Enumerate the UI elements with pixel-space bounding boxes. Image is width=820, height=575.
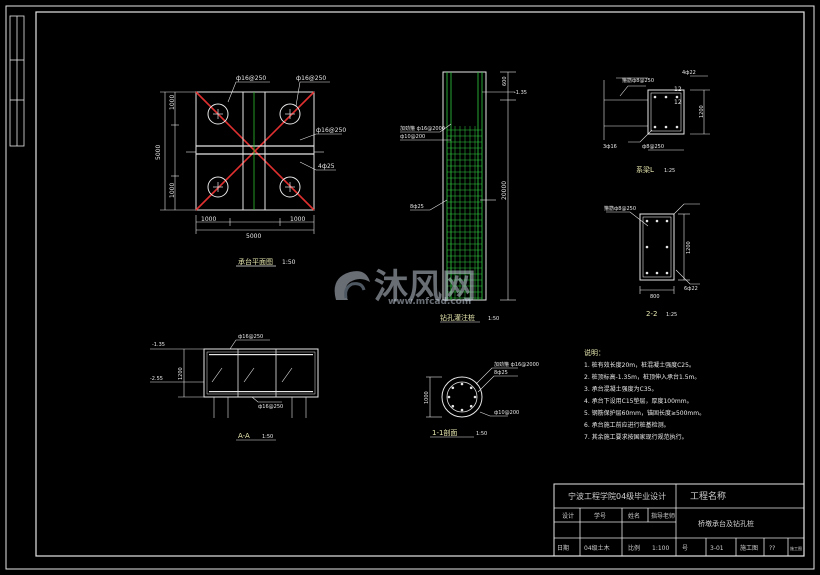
note-item-1: 1. 桩有效长度20m，桩混凝土强度C25。 — [584, 361, 695, 369]
beam1-scale: 1:25 — [664, 168, 675, 174]
plan-dim-bottom-right: 1000 — [290, 216, 305, 223]
plan-view: ф16@250 ф16@250 ф16@250 4ф25 5000 1000 1… — [155, 75, 346, 267]
tb-col-check: 指导老师 — [651, 512, 675, 520]
beam2-title: 2-2 — [646, 310, 657, 318]
beam2-dim-height: 1200 — [686, 241, 692, 254]
tb-scale-label: 比例 — [628, 544, 640, 552]
pile-scale: 1:50 — [488, 316, 499, 322]
note-item-2: 2. 桩顶标高-1.35m，桩顶伸入承台1.5m。 — [584, 373, 700, 381]
tb-design: 设计 — [562, 512, 574, 520]
circle-rebar-dot — [469, 386, 473, 390]
beam1-note-top: 箍筋ф8@250 — [622, 77, 654, 84]
circle-rebar-dot — [473, 395, 477, 399]
pile-elev-top: -1.35 — [514, 90, 527, 96]
plan-dim-total-height: 5000 — [155, 145, 162, 160]
plan-label-rebar-tl: ф16@250 — [236, 75, 266, 82]
elev-note-bottom: ф16@250 — [258, 404, 283, 410]
tb-drawing-name: 桥墩承台及钻孔桩 — [698, 519, 754, 528]
watermark-brand: 沐风网 — [374, 267, 476, 307]
left-margin-strip — [9, 15, 25, 147]
tb-date-label: 日期 — [557, 544, 569, 552]
note-item-7: 7. 其余施工要求按国家现行规范执行。 — [584, 433, 688, 441]
circle-rebar-dot — [469, 404, 473, 408]
beam-section-2: 箍筋ф8@250 6ф22 1200 800 2-2 1:25 — [604, 203, 700, 318]
watermark: 沐风网 www.mfcad.com — [334, 267, 476, 307]
plan-dim-left-top: 1000 — [169, 95, 176, 110]
plan-scale: 1:50 — [282, 259, 296, 266]
pile-dim-total: 20000 — [501, 181, 508, 200]
tb-project-label: 工程名称 — [690, 490, 726, 502]
beam2-scale: 1:25 — [666, 312, 677, 318]
plan-dim-left-bottom: 1000 — [169, 183, 176, 198]
note-item-5: 5. 钢筋保护层60mm，锚固长度≥500mm。 — [584, 409, 705, 417]
beam1-note-bottom: 3ф16 — [603, 144, 617, 150]
tb-col-name: 姓名 — [628, 512, 640, 520]
note-item-6: 6. 承台施工前应进行桩基检测。 — [584, 421, 670, 429]
tb-scale-value: 1:100 — [652, 545, 669, 552]
circle-rebar-dot — [451, 386, 455, 390]
plan-outline — [195, 91, 315, 211]
pile-dim-top: 600 — [502, 76, 508, 86]
circle-rebar-dot — [460, 382, 464, 386]
pile-note-main: 8ф25 — [410, 204, 424, 210]
pile-note-stirrup: 加劲箍 ф16@2000 — [400, 125, 445, 132]
watermark-logo-icon — [334, 271, 370, 300]
circle-section: 加劲箍 ф16@2000 8ф25 ф10@200 1000 1-1剖面 1:5… — [424, 361, 539, 438]
beam1-note-side: ф8@250 — [642, 144, 664, 150]
circle-scale: 1:50 — [476, 431, 487, 437]
elev-title: A-A — [238, 432, 250, 440]
elev-top: -1.35 — [152, 342, 165, 348]
inner-border — [35, 11, 805, 557]
circle-title: 1-1剖面 — [432, 428, 457, 437]
pile-section: -1.35 600 20000 加劲箍 ф16@2000 ф10@200 8ф2… — [400, 71, 527, 323]
notes-title: 说明： — [584, 348, 605, 357]
pile-note-spiral: ф10@200 — [400, 134, 425, 140]
beam1-title: 系梁L — [636, 165, 654, 174]
circle-note-3: ф10@200 — [494, 410, 519, 416]
beam1-dim-height: 1200 — [699, 105, 705, 118]
watermark-url: www.mfcad.com — [388, 297, 471, 307]
pile-stirrups — [447, 126, 482, 300]
tb-sheet-label: 号 — [682, 545, 688, 552]
plan-dim-bottom-left: 1000 — [201, 216, 216, 223]
elev-note-top: ф16@250 — [238, 334, 263, 340]
circle-note-2: 8ф25 — [494, 370, 508, 376]
note-item-4: 4. 承台下设用C15垫层，厚度100mm。 — [584, 397, 693, 405]
beam2-note-bottom: 6ф22 — [684, 286, 698, 292]
circle-note-1: 加劲箍 ф16@2000 — [494, 361, 539, 368]
beam-section-1: 箍筋ф8@250 4ф22 12 12 3ф16 ф8@250 1200 系梁L… — [603, 70, 710, 174]
pile-title: 钻孔灌注桩 — [440, 313, 475, 322]
tb-total-value: ?? — [769, 545, 775, 552]
plan-dim-total-width: 5000 — [246, 233, 261, 240]
beam2-note-top: 箍筋ф8@250 — [604, 205, 636, 212]
beam2-dim-width: 800 — [650, 294, 660, 300]
beam1-note-main: 4ф22 — [682, 70, 696, 76]
circle-rebar-dot — [447, 395, 451, 399]
plan-label-rebar-tr: ф16@250 — [296, 75, 326, 82]
title-block: 宁波工程学院04级毕业设计 工程名称 设计 学号 姓名 指导老师 桥墩承台及钻孔… — [553, 483, 805, 557]
beam1-mark-a: 12 — [674, 86, 682, 93]
circle-rebar-dot — [460, 408, 464, 412]
tb-class-value: 04级土木 — [584, 544, 610, 552]
tb-col-id: 学号 — [594, 512, 606, 520]
tb-total-label: 施工图 — [790, 545, 802, 551]
note-item-3: 3. 承台混凝土强度为C35。 — [584, 385, 657, 393]
tb-stage-label: 施工图 — [740, 544, 758, 552]
circle-dim: 1000 — [424, 391, 430, 404]
notes-block: 说明： 1. 桩有效长度20m，桩混凝土强度C25。 2. 桩顶标高-1.35m… — [584, 348, 705, 441]
plan-title: 承台平面图 — [238, 257, 273, 266]
elev-mid: -2.55 — [150, 376, 163, 382]
outer-border — [5, 5, 815, 570]
elev-scale: 1:50 — [262, 434, 273, 440]
circle-rebar-dots — [447, 382, 477, 412]
plan-label-rebar-mid: ф16@250 — [316, 127, 346, 134]
beam1-mark-b: 12 — [674, 99, 682, 106]
elev-dim-height: 1200 — [178, 367, 184, 380]
tb-sheet-value: 3-01 — [710, 545, 724, 552]
tb-school: 宁波工程学院04级毕业设计 — [568, 491, 666, 501]
plan-label-beam: 4ф25 — [318, 163, 335, 170]
elevation-aa: ф16@250 ф16@250 -1.35 -2.55 1200 A-A 1:5… — [150, 334, 319, 441]
circle-rebar-dot — [451, 404, 455, 408]
